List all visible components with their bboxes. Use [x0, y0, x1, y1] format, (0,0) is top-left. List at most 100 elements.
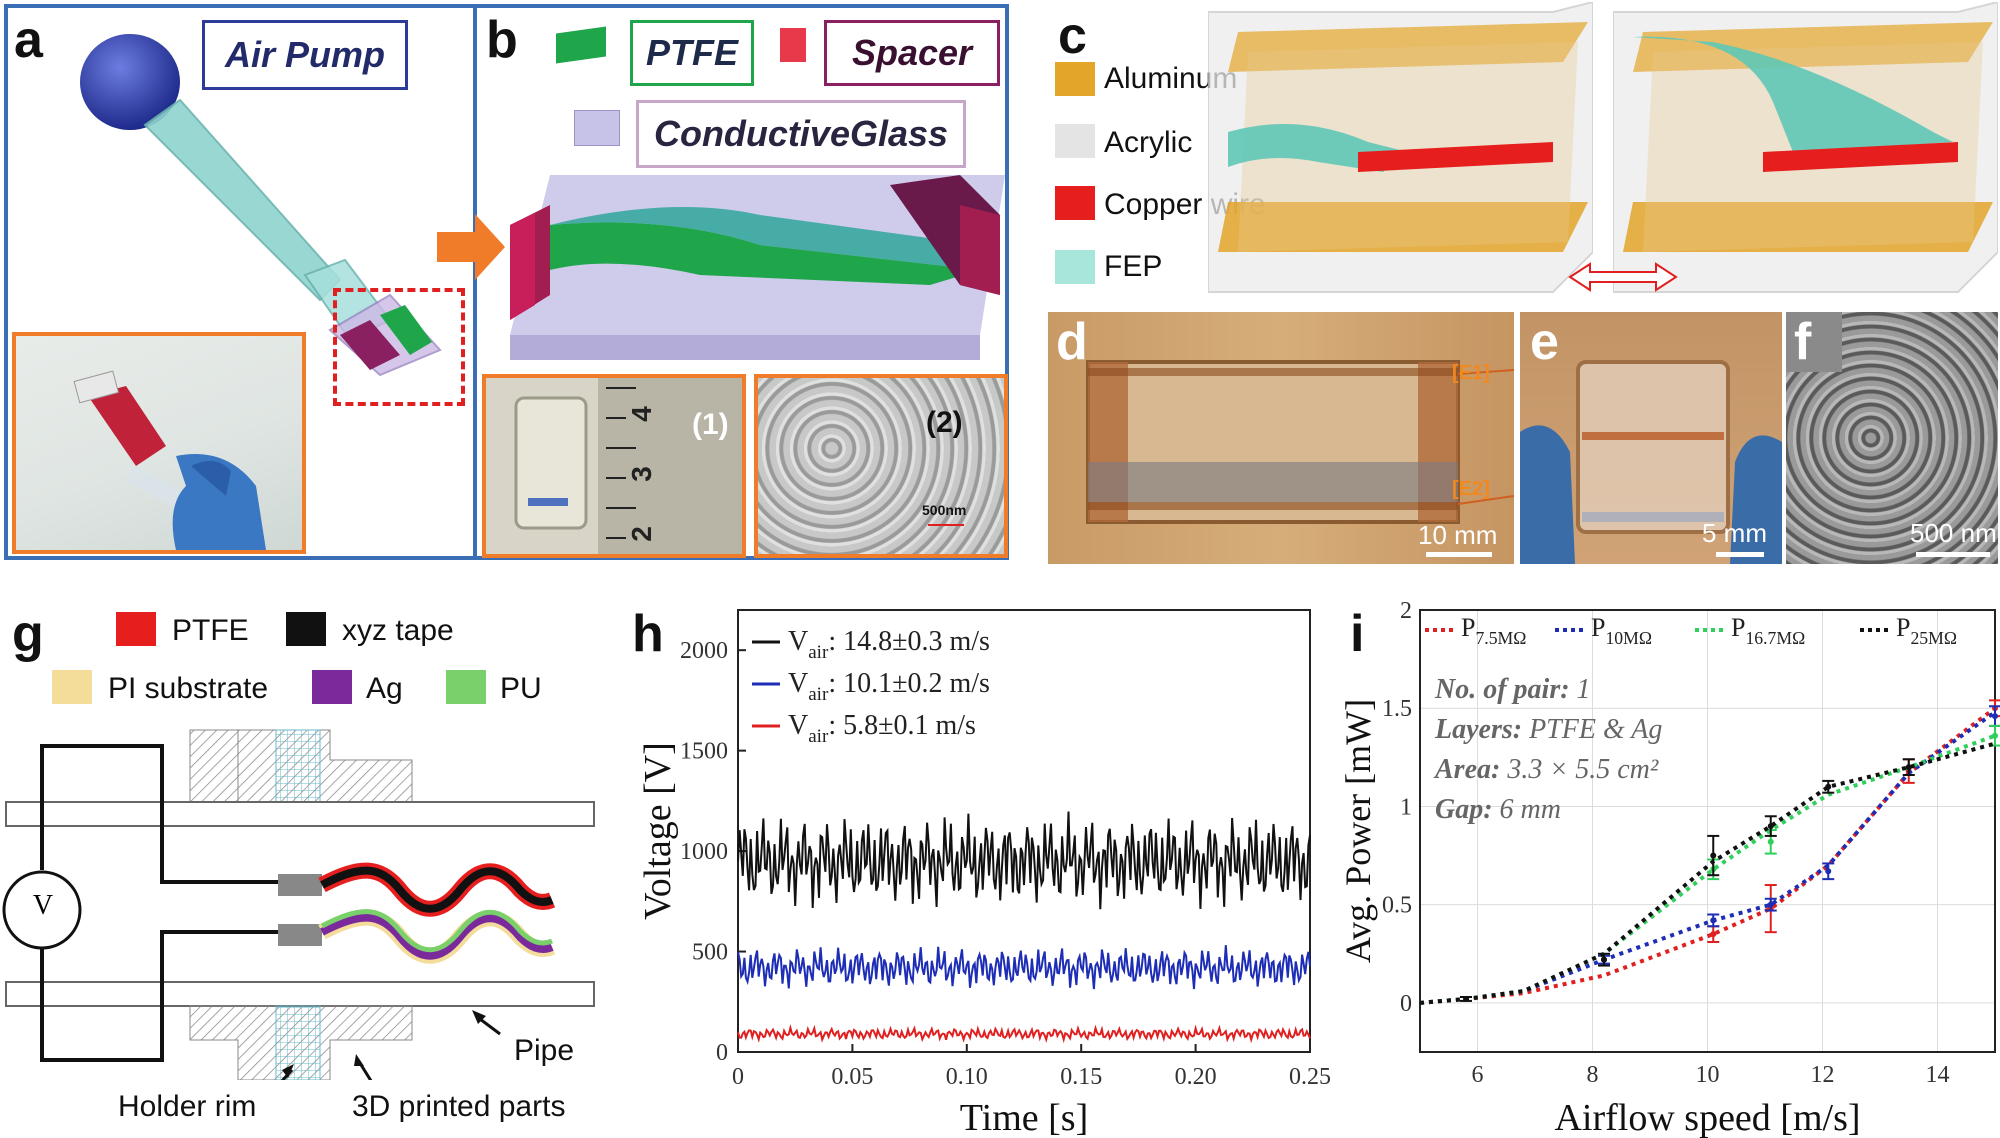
y-tick-label: 1500	[680, 739, 728, 765]
panel-b-photo-2: (2) 500nm	[754, 374, 1008, 558]
panel-e-label: e	[1530, 313, 1559, 371]
ruler-number-4: 4	[625, 406, 657, 422]
x-tick-label: 12	[1811, 1062, 1835, 1088]
device-box-right	[1613, 2, 1998, 293]
legend-label-3: P25MΩ	[1896, 613, 1957, 648]
annotation-0: No. of pair: 1	[1434, 674, 1591, 705]
ruler-number-3: 3	[625, 466, 657, 482]
g-legend-tape-swatch	[286, 612, 326, 646]
plot-frame	[1419, 609, 1996, 1053]
annotation-1: Layers: PTFE & Ag	[1434, 714, 1662, 745]
data-point	[1463, 995, 1469, 1002]
panel-f-scale-bar	[1916, 552, 1990, 557]
x-tick-label: 0.10	[946, 1064, 988, 1090]
g-legend-pi-label: PI substrate	[108, 672, 269, 705]
printed-parts-label: 3D printed parts	[352, 1090, 566, 1123]
y-tick-label: 1	[1400, 794, 1412, 820]
data-point	[1992, 713, 1998, 720]
voltmeter-label: V	[32, 890, 54, 921]
panel-h-label: h	[632, 605, 664, 663]
panel-f-photo: f 500 nm	[1786, 312, 1998, 564]
zoom-box	[333, 288, 465, 406]
spacer-label: Spacer	[824, 20, 1000, 86]
panel-g-label: g	[12, 605, 44, 663]
y-tick-label: 1.5	[1382, 696, 1412, 722]
data-point	[1710, 917, 1717, 924]
x-axis-label: Airflow speed [m/s]	[1554, 1097, 1860, 1138]
y-tick-label: 2000	[680, 638, 728, 664]
panel-d-scale-bar	[1426, 552, 1492, 557]
x-tick-label: 8	[1587, 1062, 1599, 1088]
series-line-1	[737, 945, 1311, 990]
x-tick-label: 0.20	[1175, 1064, 1217, 1090]
g-legend-pi-swatch	[52, 670, 92, 704]
legend-aluminum-swatch	[1055, 62, 1095, 96]
x-tick-label: 0.25	[1289, 1064, 1331, 1090]
device-box-left	[1208, 2, 1593, 293]
y-tick-label: 0	[1400, 991, 1412, 1017]
data-point	[1767, 838, 1774, 845]
x-tick-label: 0.15	[1060, 1064, 1102, 1090]
panel-e-scale-bar	[1716, 552, 1764, 557]
x-axis-label: Time [s]	[960, 1097, 1088, 1138]
panel-c-label: c	[1058, 7, 1087, 65]
ruler-number-2: 2	[625, 526, 657, 542]
spacer-swatch	[780, 28, 806, 62]
x-tick-label: 0.05	[831, 1064, 873, 1090]
legend-label-0: P7.5MΩ	[1461, 613, 1526, 648]
x-tick-label: 6	[1472, 1062, 1484, 1088]
panel-d-scale-text: 10 mm	[1418, 520, 1498, 550]
data-point	[1710, 852, 1717, 859]
legend-fep-swatch	[1055, 250, 1095, 284]
x-tick-label: 14	[1926, 1062, 1950, 1088]
legend-acrylic-swatch	[1055, 124, 1095, 158]
y-tick-label: 500	[692, 940, 728, 966]
y-tick-label: 2	[1400, 600, 1412, 624]
data-point	[1825, 783, 1832, 790]
arrow-a-to-b	[437, 212, 507, 287]
series-line-0	[737, 811, 1311, 910]
electrode-e1-label: [E1]	[1452, 362, 1490, 384]
y-axis-label: Avg. Power [mW]	[1340, 699, 1378, 963]
conductive-glass-label: ConductiveGlass	[636, 100, 966, 168]
electrode-e2-label: [E2]	[1452, 478, 1490, 500]
data-point	[1767, 901, 1774, 908]
y-tick-label: 1000	[680, 839, 728, 865]
legend-acrylic-label: Acrylic	[1104, 126, 1193, 159]
panel-d-label: d	[1056, 313, 1088, 371]
data-point	[1601, 956, 1607, 963]
g-legend-pu-swatch	[446, 670, 486, 704]
y-tick-label: 0.5	[1382, 893, 1412, 919]
device-illustration	[510, 175, 1005, 360]
glass-swatch	[574, 110, 620, 146]
y-axis-label: Voltage [V]	[637, 742, 679, 920]
g-legend-ptfe-swatch	[116, 612, 156, 646]
panel-i-label: i	[1350, 605, 1365, 663]
panel-ab-divider	[473, 4, 477, 560]
panel-a-label: a	[14, 11, 43, 69]
ptfe-label: PTFE	[630, 20, 754, 86]
sem-scale-bar	[928, 524, 964, 526]
inset-1-label: (1)	[692, 408, 729, 441]
legend-label-2: Vair: 5.8±0.1 m/s	[788, 710, 976, 747]
y-tick-label: 0	[716, 1040, 728, 1066]
annotation-2: Area: 3.3 × 5.5 cm²	[1433, 754, 1659, 785]
legend-label-1: P10MΩ	[1591, 613, 1652, 648]
data-point	[1767, 823, 1774, 830]
panel-b-label: b	[486, 11, 518, 69]
panel-g-schematic	[2, 729, 595, 1080]
pipe-label: Pipe	[514, 1034, 575, 1067]
g-legend-ag-label: Ag	[366, 672, 403, 705]
sem-scale-text: 500nm	[922, 502, 967, 518]
panel-ab-frame	[4, 4, 1009, 560]
panel-e-photo: e 5 mm	[1520, 312, 1782, 564]
holder-rim-label: Holder rim	[118, 1090, 257, 1123]
plot-frame	[737, 609, 1311, 1053]
series-line-2	[737, 1024, 1311, 1044]
legend-fep-label: FEP	[1104, 250, 1163, 283]
data-point	[1710, 931, 1717, 938]
panel-f-label: f	[1794, 313, 1812, 371]
air-pump-illustration	[80, 34, 442, 377]
annotation-3: Gap: 6 mm	[1435, 794, 1561, 825]
